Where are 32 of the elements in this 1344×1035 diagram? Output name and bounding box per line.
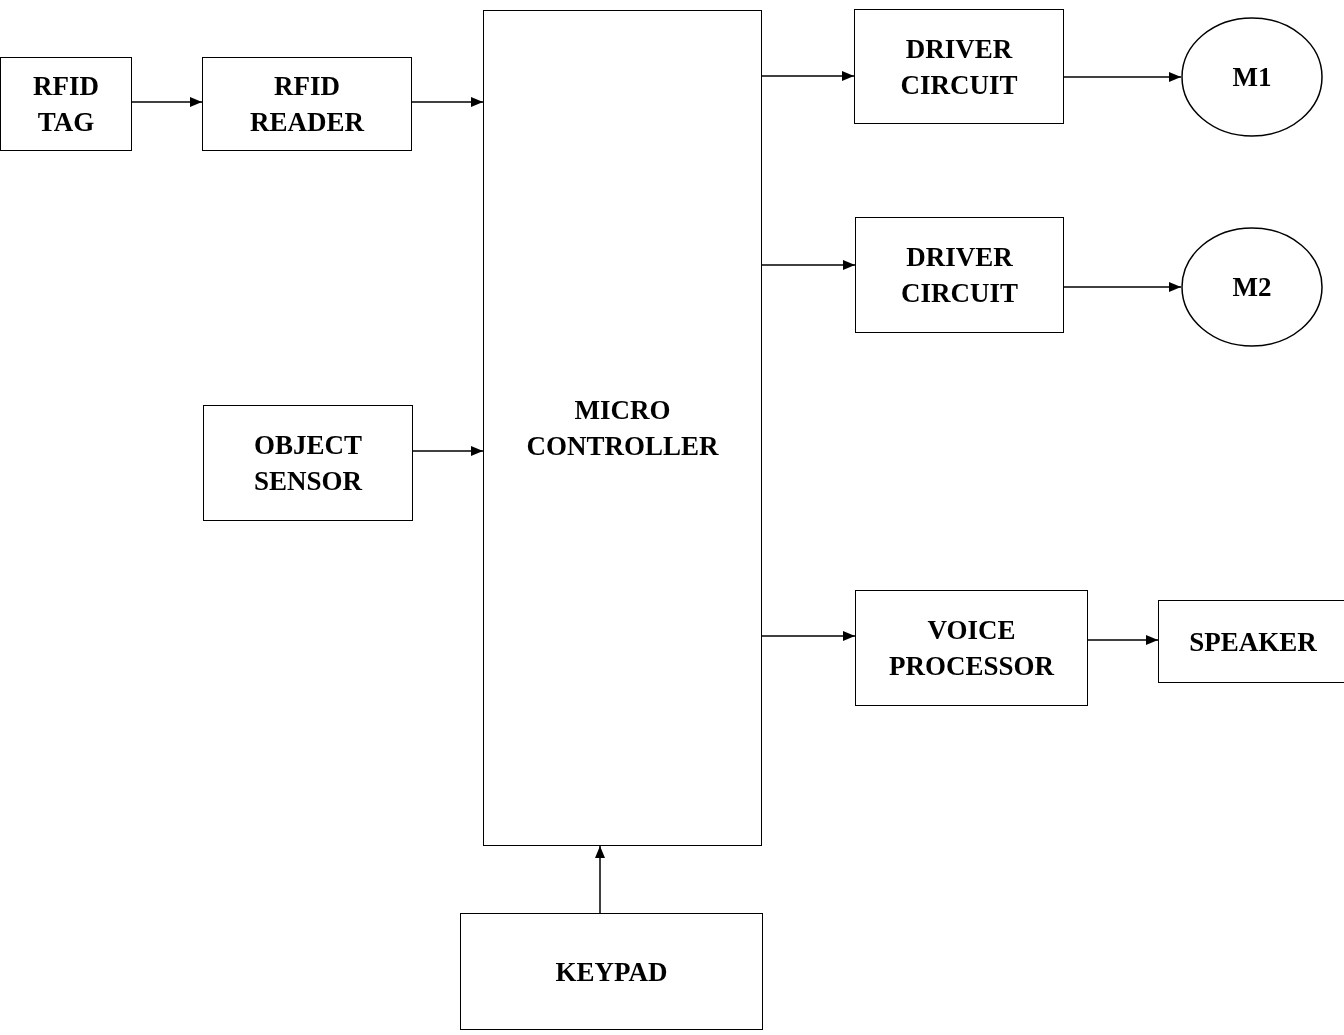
- arrow: [1087, 635, 1159, 645]
- block-label: DRIVER CIRCUIT: [899, 32, 1019, 102]
- block-label: RFID TAG: [32, 70, 100, 139]
- arrow: [761, 631, 856, 641]
- block-box: [855, 590, 1088, 706]
- block-box: [0, 57, 132, 151]
- block-label: M1: [1232, 61, 1272, 94]
- block-box: [854, 9, 1064, 124]
- arrow: [131, 97, 203, 107]
- block-label: OBJECT SENSOR: [252, 429, 364, 498]
- block-box: [483, 10, 762, 846]
- arrow: [761, 260, 856, 270]
- block-label: DRIVER CIRCUIT: [900, 241, 1019, 310]
- block-label: MICRO CONTROLLER: [525, 394, 720, 463]
- arrow: [411, 97, 484, 107]
- block-box: [460, 913, 763, 1030]
- block-label: VOICE PROCESSOR: [887, 614, 1056, 683]
- block-box: [1158, 600, 1344, 683]
- arrow: [761, 71, 855, 81]
- motor-circle: [1181, 17, 1323, 137]
- arrow: [1063, 282, 1182, 292]
- block-label: SPEAKER: [1189, 625, 1317, 659]
- block-label: KEYPAD: [555, 955, 668, 989]
- block-label: M2: [1232, 271, 1272, 304]
- arrow: [1063, 72, 1182, 82]
- arrow: [412, 446, 484, 456]
- arrow: [595, 845, 605, 914]
- motor-circle: [1181, 227, 1323, 347]
- block-box: [203, 405, 413, 521]
- block-box: [202, 57, 412, 151]
- block-label: RFID READER: [249, 70, 366, 139]
- block-box: [855, 217, 1064, 333]
